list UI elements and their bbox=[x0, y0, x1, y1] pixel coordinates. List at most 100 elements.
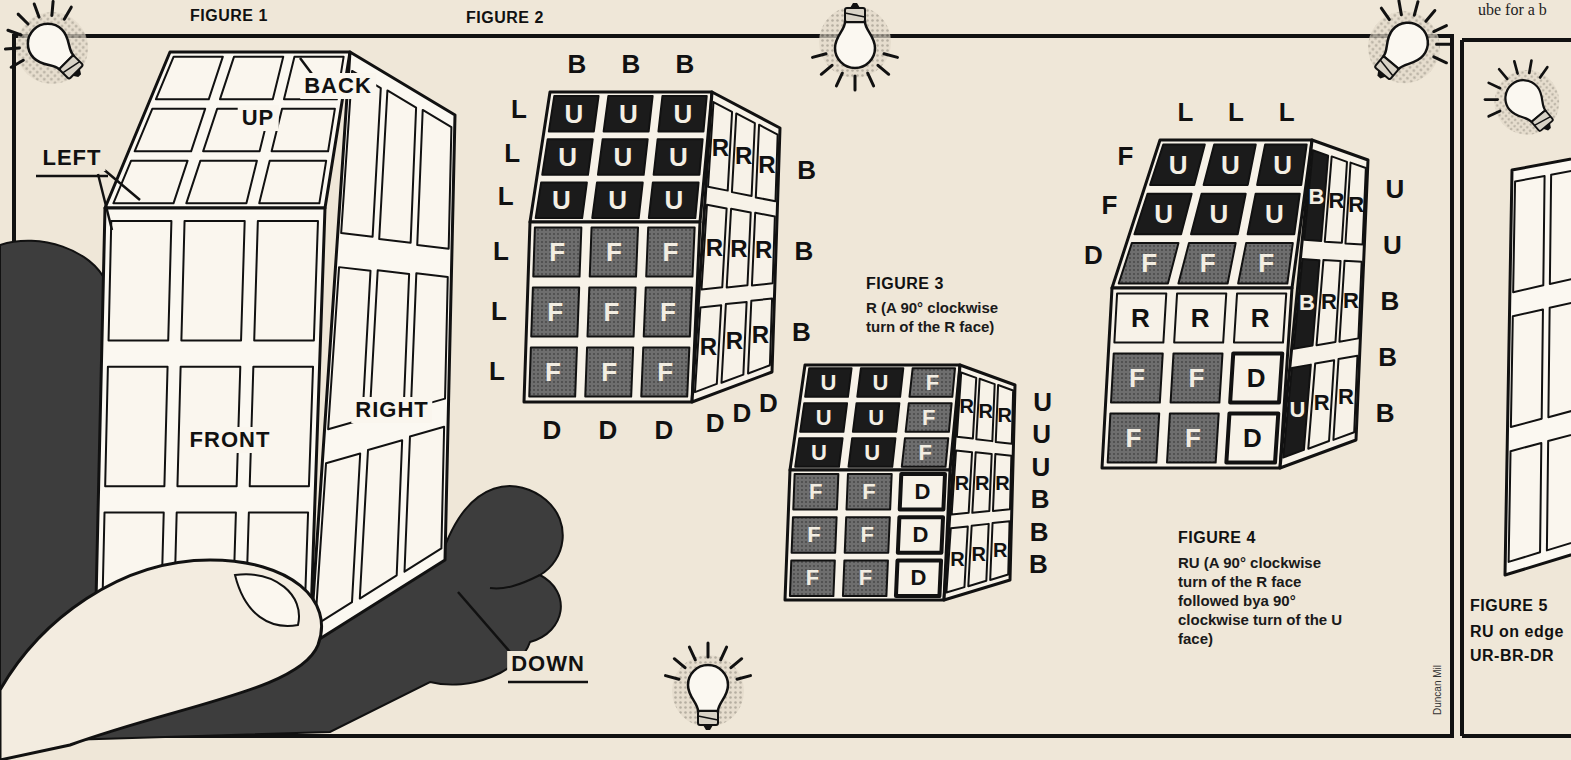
bulb-ray bbox=[1510, 61, 1521, 73]
sticker bbox=[952, 450, 972, 514]
adjacent-face-letter: B bbox=[1376, 400, 1395, 426]
adjacent-face-letter: L bbox=[1177, 99, 1193, 125]
adjacent-face-letter: U bbox=[1033, 389, 1052, 415]
bulb-ray bbox=[1524, 61, 1537, 73]
face-body bbox=[1102, 288, 1292, 468]
sticker-letter: F bbox=[1189, 365, 1205, 391]
thumbnail bbox=[235, 574, 299, 626]
bulb-base bbox=[698, 711, 718, 725]
bulb-ray bbox=[1426, 11, 1435, 22]
sticker bbox=[1230, 353, 1282, 402]
face-body bbox=[692, 92, 780, 402]
panel-border bbox=[1460, 40, 1464, 736]
sticker-letter: F bbox=[1125, 425, 1141, 451]
sticker bbox=[315, 454, 360, 626]
sticker bbox=[1547, 433, 1571, 551]
face-body bbox=[785, 470, 950, 600]
adjacent-face-letter: L bbox=[491, 298, 507, 324]
bulb-tip bbox=[1543, 123, 1553, 132]
sticker bbox=[1167, 413, 1219, 462]
sticker bbox=[1108, 413, 1160, 462]
face-name: RIGHT bbox=[351, 397, 432, 423]
sticker bbox=[1238, 243, 1293, 283]
cube-face bbox=[1505, 150, 1571, 575]
sticker-letter: R bbox=[726, 329, 743, 353]
sticker bbox=[849, 438, 896, 467]
sticker-letter: U bbox=[1273, 152, 1292, 178]
bulb-ray bbox=[30, 4, 43, 17]
sticker bbox=[109, 221, 172, 340]
sticker bbox=[1509, 443, 1542, 562]
adjacent-face-letter: B bbox=[568, 51, 587, 77]
sticker bbox=[641, 347, 689, 396]
sticker-letter: D bbox=[911, 567, 927, 589]
sticker bbox=[756, 125, 778, 202]
sticker bbox=[411, 273, 448, 408]
sticker bbox=[1304, 150, 1328, 241]
sticker-letter: F bbox=[601, 359, 617, 385]
face-body bbox=[790, 365, 960, 470]
adjacent-face-letter: D bbox=[732, 400, 751, 426]
sticker bbox=[708, 102, 732, 191]
sticker bbox=[1333, 356, 1357, 440]
sticker-letter: R bbox=[1131, 305, 1150, 331]
sticker bbox=[254, 221, 318, 340]
sticker-letter: R bbox=[993, 540, 1007, 560]
sticker bbox=[795, 438, 842, 467]
sticker-letter: B bbox=[1309, 186, 1325, 208]
sticker-letter: F bbox=[660, 299, 676, 325]
sticker bbox=[658, 96, 706, 132]
light-bulb bbox=[812, 3, 897, 90]
figure-caption: RU on edge bbox=[1470, 624, 1564, 640]
sticker-letter: R bbox=[979, 401, 993, 421]
figure-number: FIGURE 5 bbox=[1470, 598, 1548, 614]
bulb-ray bbox=[46, 1, 60, 15]
sticker bbox=[727, 209, 751, 288]
bulb-ray bbox=[1489, 109, 1500, 119]
sticker-letter: R bbox=[1321, 291, 1337, 313]
figure-number: FIGURE 2 bbox=[466, 10, 544, 26]
face-name: FRONT bbox=[186, 427, 275, 453]
sticker-letter: U bbox=[1221, 152, 1240, 178]
bulb-ray bbox=[1499, 69, 1507, 79]
face-body bbox=[1280, 140, 1368, 468]
bulb-ray bbox=[1410, 2, 1423, 16]
sticker bbox=[587, 287, 635, 336]
face-body bbox=[1112, 140, 1312, 288]
sticker bbox=[752, 213, 775, 286]
sticker-letter: R bbox=[712, 136, 729, 160]
adjacent-face-letter: U bbox=[1383, 232, 1402, 258]
sticker bbox=[732, 113, 755, 196]
sticker-letter: U bbox=[552, 187, 571, 213]
bulb-base bbox=[845, 8, 865, 22]
bulb-tip bbox=[850, 3, 860, 8]
sticker-letter: F bbox=[926, 372, 939, 394]
bulb-glass bbox=[835, 22, 875, 68]
sticker bbox=[843, 561, 888, 597]
bulb-ray bbox=[868, 73, 874, 86]
sticker bbox=[542, 139, 592, 175]
sticker-letter: F bbox=[1141, 250, 1157, 276]
light-bulb bbox=[0, 0, 110, 106]
bulb-ray bbox=[707, 643, 710, 657]
thumb bbox=[0, 560, 322, 760]
adjacent-face-letter: D bbox=[706, 410, 725, 436]
sticker bbox=[902, 438, 948, 467]
sticker bbox=[1345, 163, 1365, 245]
cube-face bbox=[785, 470, 950, 600]
sticker bbox=[646, 227, 694, 276]
bulb-tip bbox=[703, 725, 713, 730]
face-name: BACK bbox=[300, 73, 376, 99]
adjacent-face-letter: B bbox=[1030, 519, 1049, 545]
bulb-ray bbox=[1379, 8, 1392, 19]
sticker bbox=[1513, 176, 1544, 292]
light-bulb bbox=[1346, 0, 1467, 104]
bulb-ray bbox=[878, 65, 889, 74]
sticker bbox=[896, 561, 941, 597]
label-underline bbox=[508, 681, 588, 684]
sticker-letter: R bbox=[1251, 305, 1270, 331]
sticker bbox=[853, 403, 899, 432]
sticker bbox=[604, 96, 653, 132]
sticker bbox=[972, 452, 991, 513]
panel-border bbox=[1462, 734, 1571, 738]
